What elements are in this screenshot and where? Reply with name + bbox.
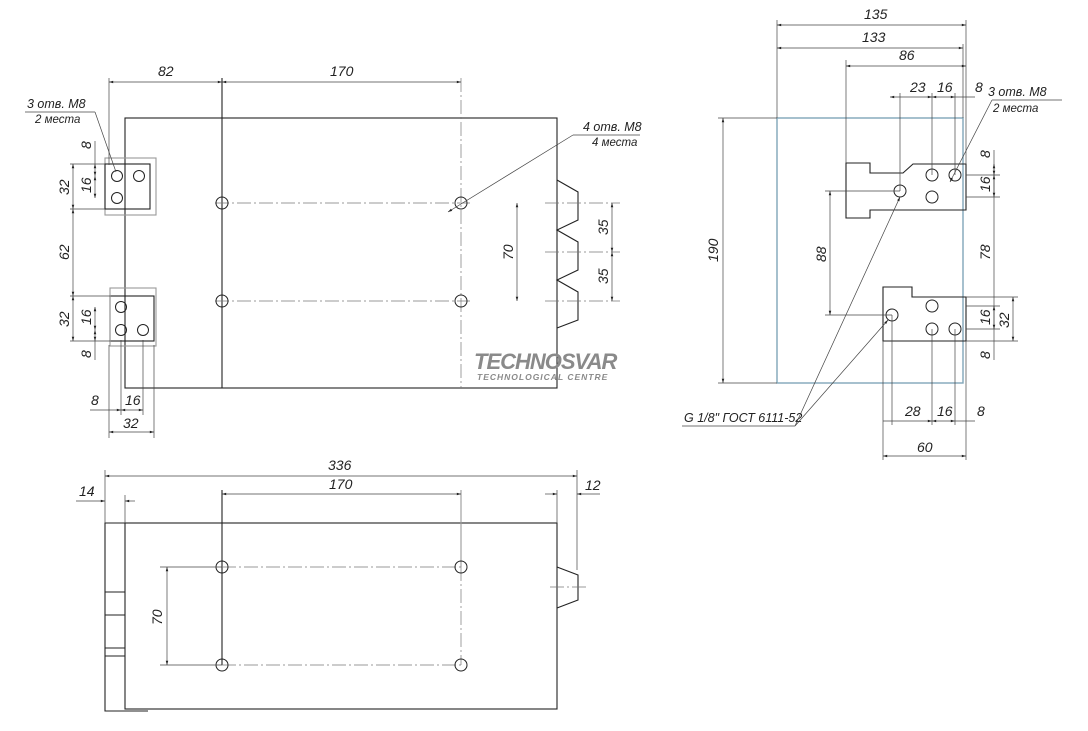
- side-body-outline: [776, 117, 964, 384]
- dim-28: 28: [904, 403, 921, 419]
- dim-62: 62: [56, 244, 72, 260]
- dim-8: 8: [78, 141, 94, 149]
- front-body-outline: [124, 117, 558, 389]
- dim-16: 16: [78, 177, 94, 193]
- dim-23: 23: [909, 79, 926, 95]
- dim-16: 16: [977, 176, 993, 192]
- mounting-hole: [215, 196, 229, 210]
- svg-text:TECHNOSVAR: TECHNOSVAR: [474, 349, 617, 374]
- dim-8: 8: [975, 79, 983, 95]
- dim-35: 35: [595, 219, 611, 235]
- note-holes-side: 3 отв. M8: [988, 85, 1047, 99]
- svg-text:TECHNOLOGICAL CENTRE: TECHNOLOGICAL CENTRE: [477, 372, 608, 382]
- top-view: 336 170 14 12 70: [76, 457, 601, 712]
- dovetail-profile: [556, 566, 579, 609]
- dim-32: 32: [123, 415, 139, 431]
- bracket-top-outline: [104, 157, 157, 216]
- side-bracket-bottom: [882, 286, 967, 342]
- dim-14: 14: [79, 483, 95, 499]
- dim-32: 32: [996, 312, 1012, 328]
- mounting-hole: [454, 294, 468, 308]
- dim-16: 16: [937, 79, 953, 95]
- note-holes-right: 4 отв. M8: [583, 120, 642, 134]
- mounting-hole: [215, 294, 229, 308]
- dim-8: 8: [78, 350, 94, 358]
- dim-8: 8: [977, 150, 993, 158]
- dim-16: 16: [937, 403, 953, 419]
- mounting-hole: [454, 196, 468, 210]
- dim-336: 336: [328, 457, 352, 473]
- bracket-top: [104, 163, 151, 210]
- dim-16: 16: [977, 309, 993, 325]
- note-holes-left: 3 отв. M8: [27, 97, 86, 111]
- top-body-outline: [124, 522, 558, 710]
- side-view: 135 133 86 23 16 8 3 отв. M8 2 места 190…: [682, 6, 1062, 460]
- note-places-side: 2 места: [992, 103, 1038, 115]
- dim-60: 60: [917, 439, 933, 455]
- dim-32: 32: [56, 311, 72, 327]
- dim-12: 12: [585, 477, 601, 493]
- dim-86: 86: [899, 47, 915, 63]
- dim-78: 78: [977, 244, 993, 260]
- bracket-bottom: [109, 295, 155, 342]
- note-places-left: 2 места: [34, 114, 80, 126]
- dim-170: 170: [329, 476, 353, 492]
- bracket-bottom-outline: [109, 287, 157, 347]
- front-view: 82 170 8 32 16 62 32 16 8 8 16 32 3 отв.…: [25, 63, 642, 438]
- top-left-strip: [104, 522, 148, 712]
- mounting-hole: [454, 658, 468, 672]
- dovetail-profile: [555, 179, 579, 329]
- dim-70: 70: [500, 244, 516, 260]
- dim-8: 8: [91, 392, 99, 408]
- dim-82: 82: [158, 63, 174, 79]
- dim-8: 8: [977, 403, 985, 419]
- dim-32: 32: [56, 179, 72, 195]
- dim-88: 88: [813, 246, 829, 262]
- dim-133: 133: [862, 29, 886, 45]
- technosvar-logo: TECHNOSVAR TECHNOLOGICAL CENTRE: [474, 349, 618, 382]
- dim-35: 35: [595, 268, 611, 284]
- dim-16: 16: [125, 392, 141, 408]
- dim-16: 16: [78, 309, 94, 325]
- mounting-hole: [454, 560, 468, 574]
- dim-170: 170: [330, 63, 354, 79]
- dim-8: 8: [977, 351, 993, 359]
- note-places-right: 4 места: [592, 137, 637, 149]
- dim-135: 135: [864, 6, 888, 22]
- dim-190: 190: [705, 238, 721, 262]
- dim-70: 70: [149, 609, 165, 625]
- note-thread: G 1/8" ГОСТ 6111-52: [684, 411, 802, 425]
